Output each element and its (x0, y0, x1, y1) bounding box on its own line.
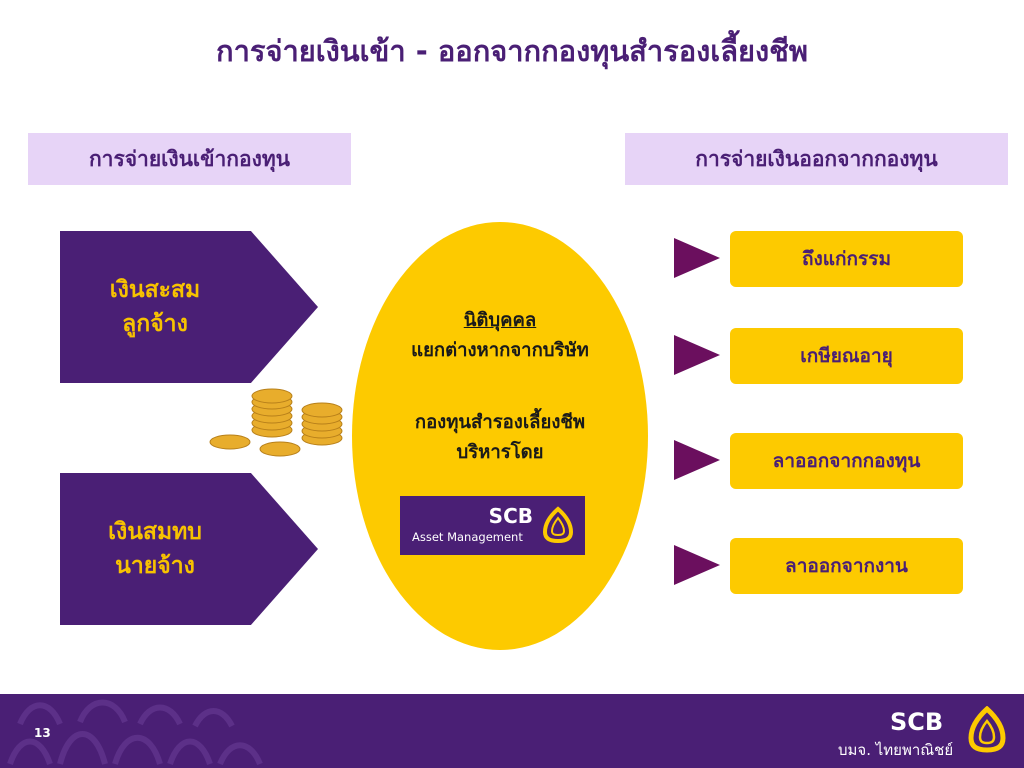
fund-entity-text: นิติบุคคล แยกต่างหากจากบริษัท (352, 306, 648, 366)
inflow-header: การจ่ายเงินเข้ากองทุน (28, 133, 351, 185)
fund-managed-text: กองทุนสำรองเลี้ยงชีพ บริหารโดย (352, 408, 648, 468)
outflow-header: การจ่ายเงินออกจากกองทุน (625, 133, 1008, 185)
asset-management-text: Asset Management (412, 530, 523, 544)
employee-contribution-block: เงินสะสม ลูกจ้าง (60, 231, 318, 383)
scb-logo-text: SCB (488, 504, 533, 528)
arrow-right-icon (674, 238, 720, 278)
outflow-retirement: เกษียณอายุ (730, 328, 963, 384)
employee-contribution-line2: ลูกจ้าง (122, 311, 188, 337)
arrow-right-icon (674, 335, 720, 375)
managed-by-label: บริหารโดย (456, 442, 544, 463)
outflow-leave-job: ลาออกจากงาน (730, 538, 963, 594)
slide-title: การจ่ายเงินเข้า - ออกจากกองทุนสำรองเลี้ย… (216, 34, 808, 68)
employer-contribution-block: เงินสมทบ นายจ้าง (60, 473, 318, 625)
provident-fund-label: กองทุนสำรองเลี้ยงชีพ (414, 412, 586, 433)
employer-contribution-line2: นายจ้าง (115, 553, 195, 579)
separate-entity-label: แยกต่างหากจากบริษัท (411, 340, 589, 361)
scb-asset-management-logo: SCB Asset Management (400, 496, 585, 555)
footer-bank-name: บมจ. ไทยพาณิชย์ (838, 741, 954, 759)
arrow-right-icon (674, 545, 720, 585)
employer-contribution-line1: เงินสมทบ (108, 519, 202, 545)
arrow-right-icon (674, 440, 720, 480)
fund-entity-oval (352, 222, 648, 650)
coins-icon (209, 388, 343, 457)
juristic-person-label: นิติบุคคล (463, 310, 537, 331)
footer-band: 13 SCB บมจ. ไทยพาณิชย์ (0, 694, 1024, 768)
scb-emblem-icon (542, 506, 574, 544)
footer-pattern-icon (7, 699, 263, 766)
outflow-leave-fund: ลาออกจากกองทุน (730, 433, 963, 489)
scb-emblem-icon (968, 706, 1006, 753)
employee-contribution-line1: เงินสะสม (109, 277, 201, 303)
page-number: 13 (34, 726, 51, 740)
footer-scb-text: SCB (890, 708, 944, 736)
outflow-death: ถึงแก่กรรม (730, 231, 963, 287)
